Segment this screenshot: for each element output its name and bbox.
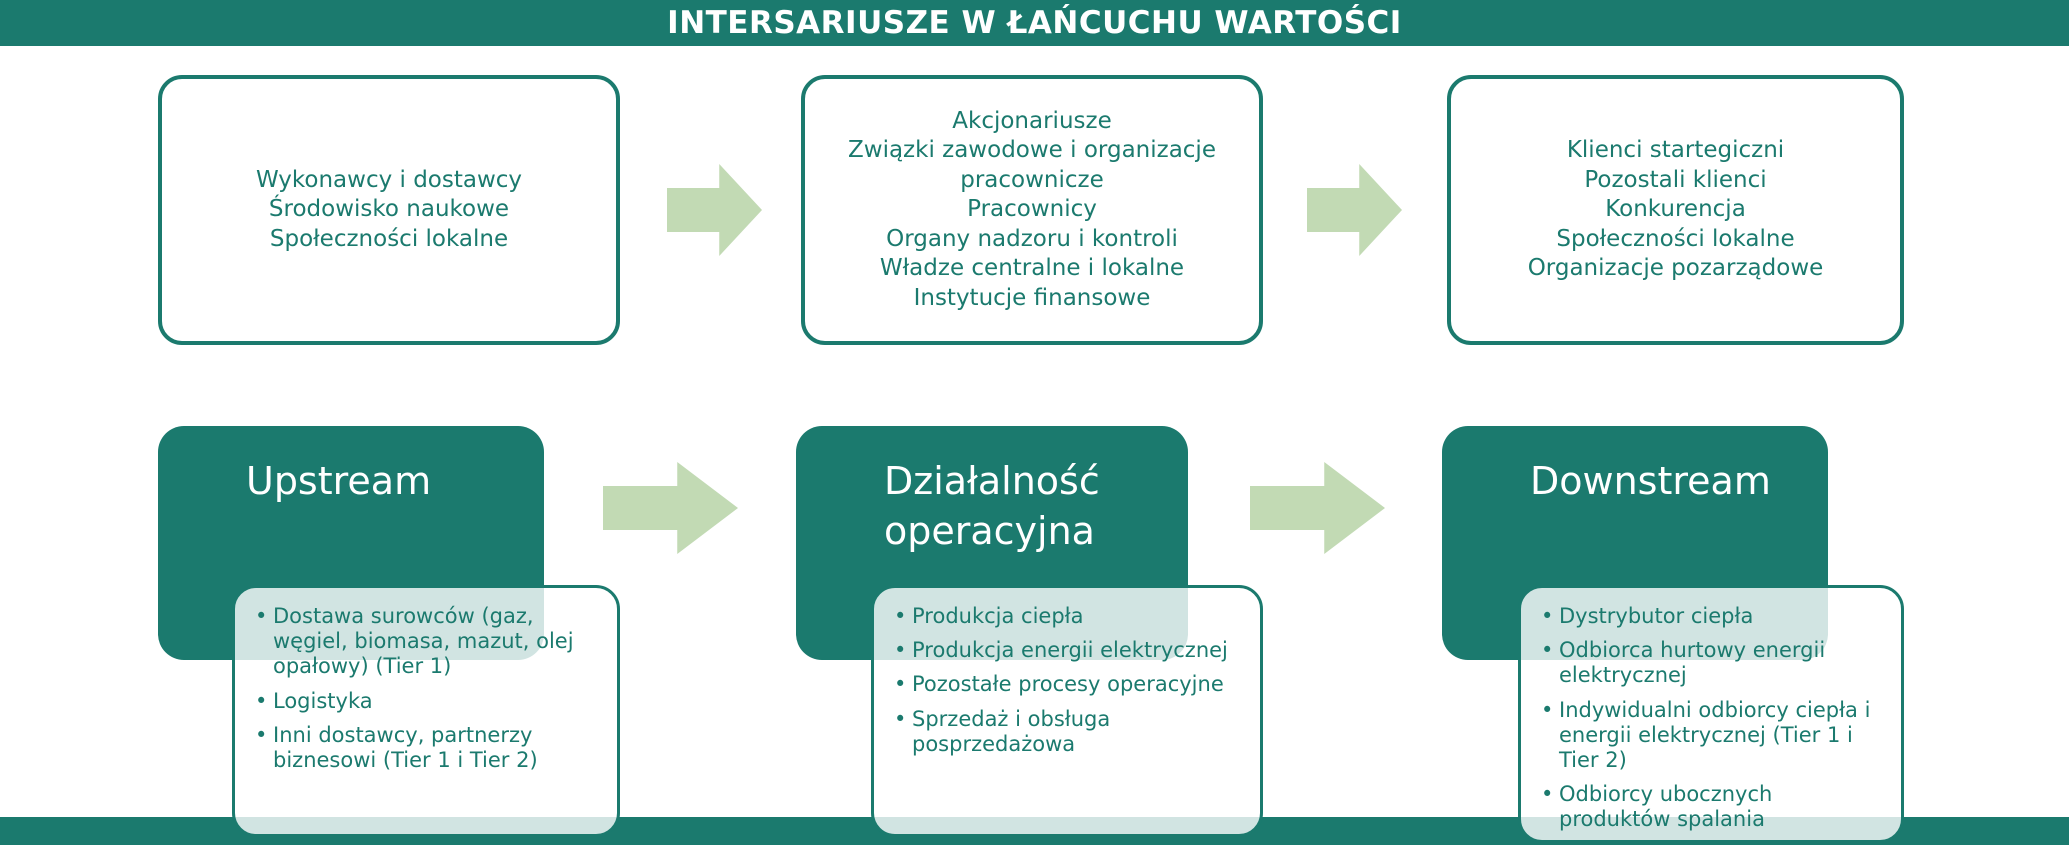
stakeholder-line: Społeczności lokalne [269,225,509,252]
stakeholder-line: Pozostali klienci [1584,166,1767,193]
stakeholder-line: Instytucje finansowe [913,284,1151,311]
bullet-list: Dostawa surowców (gaz, węgiel, biomasa, … [249,604,605,773]
stakeholder-line: Władze centralne i lokalne [879,255,1185,282]
bullet-item: Logistyka [249,689,605,714]
bullet-item: Odbiorcy ubocznych produktów spalania [1535,782,1889,832]
stage-upstream-details: Dostawa surowców (gaz, węgiel, biomasa, … [232,585,620,837]
stakeholders-box-operations: Akcjonariusze Związki zawodowe i organiz… [801,75,1263,345]
stakeholders-box-downstream: Klienci startegiczni Pozostali klienci K… [1447,75,1904,345]
bullet-item: Sprzedaż i obsługa posprzedażowa [888,707,1248,757]
bullet-item: Produkcja energii elektrycznej [888,638,1248,663]
stage-title: Downstream [1530,459,1771,503]
bullet-item: Dostawa surowców (gaz, węgiel, biomasa, … [249,604,605,680]
stakeholder-line: Akcjonariusze [952,107,1112,134]
bullet-item: Indywidualni odbiorcy ciepła i energii e… [1535,698,1889,774]
page-title: INTERSARIUSZE W ŁAŃCUCHU WARTOŚCI [667,5,1402,41]
arrow-right-icon [1250,462,1385,554]
stakeholder-line: Społeczności lokalne [1556,225,1795,252]
stakeholder-line: Konkurencja [1605,196,1746,223]
bullet-item: Dystrybutor ciepła [1535,604,1889,629]
arrow-right-icon [603,462,738,554]
arrow-right-icon [667,164,762,256]
stakeholder-line: Pracownicy [967,196,1097,223]
arrow-right-icon [1307,164,1402,256]
stakeholders-box-upstream: Wykonawcy i dostawcy Środowisko naukowe … [158,75,620,345]
bullet-list: Dystrybutor ciepła Odbiorca hurtowy ener… [1535,604,1889,833]
header-bar: INTERSARIUSZE W ŁAŃCUCHU WARTOŚCI [0,0,2069,46]
stage-operations-details: Produkcja ciepła Produkcja energii elekt… [871,585,1263,837]
bullet-item: Produkcja ciepła [888,604,1248,629]
stage-title: Działalność operacyjna [884,459,1100,554]
stage-downstream-details: Dystrybutor ciepła Odbiorca hurtowy ener… [1518,585,1904,843]
bullet-item: Odbiorca hurtowy energii elektrycznej [1535,638,1889,688]
stakeholder-line: Organizacje pozarządowe [1527,255,1824,282]
stakeholder-line: Klienci startegiczni [1566,137,1785,164]
bullet-item: Inni dostawcy, partnerzy biznesowi (Tier… [249,723,605,773]
stakeholder-line: Organy nadzoru i kontroli [886,225,1178,252]
bullet-list: Produkcja ciepła Produkcja energii elekt… [888,604,1248,757]
stakeholder-line: Związki zawodowe i organizacje pracownic… [848,137,1216,193]
bullet-item: Pozostałe procesy operacyjne [888,672,1248,697]
stage-title: Upstream [246,459,432,503]
stakeholder-line: Wykonawcy i dostawcy [255,166,523,193]
stakeholder-line: Środowisko naukowe [268,196,510,223]
